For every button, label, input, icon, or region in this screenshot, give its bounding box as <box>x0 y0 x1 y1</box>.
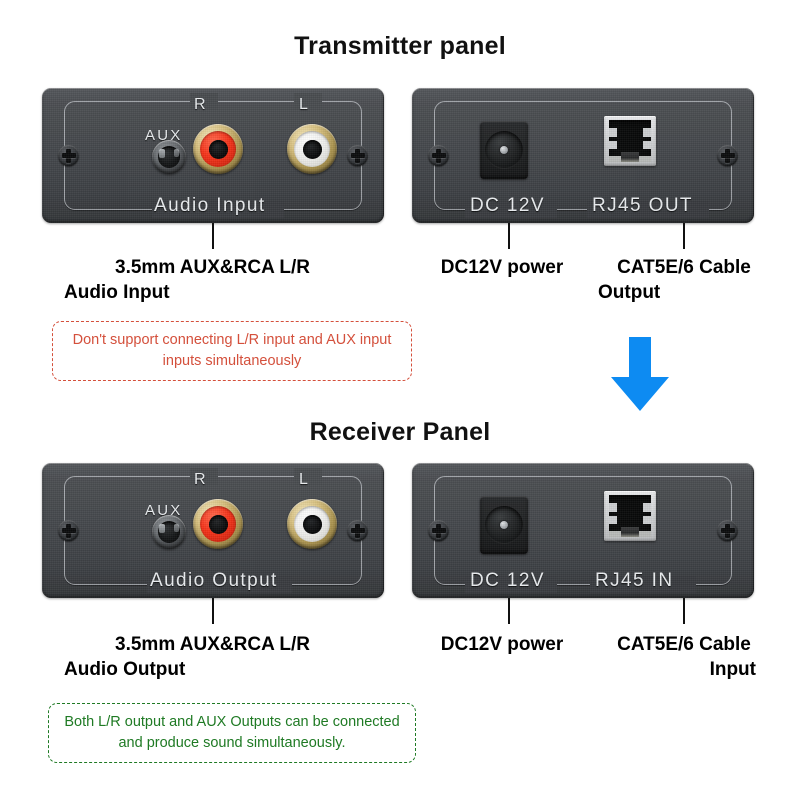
rx-rca-right-hole <box>208 514 228 534</box>
rx-audio-screw-right <box>347 520 368 541</box>
rx-label-l: L <box>299 471 311 488</box>
rx-rj45-shoulder-right <box>643 503 651 512</box>
tx-rca-right-hole <box>208 139 228 159</box>
rx-rj45-port[interactable] <box>604 491 656 541</box>
tx-power-leader-line <box>508 223 510 249</box>
rx-audio-caption: 3.5mm AUX&RCA L/R Audio Output <box>60 632 365 682</box>
transmitter-power-panel: DC 12V RJ45 OUT <box>412 88 754 223</box>
rx-rca-right-red[interactable] <box>193 499 243 549</box>
tx-label-audio-input: Audio Input <box>154 195 266 216</box>
tx-cable-caption-line2: Output <box>598 282 661 304</box>
tx-label-rj45-out: RJ45 OUT <box>592 195 693 216</box>
rx-label-dc12v: DC 12V <box>470 570 545 591</box>
rx-aux-jack[interactable] <box>152 515 186 549</box>
rx-aux-jack-highlight-2 <box>174 524 179 532</box>
rx-cable-caption-line2: Input <box>709 659 756 681</box>
tx-rj45-shoulder-left-2 <box>609 141 617 149</box>
rx-power-engrave-outline <box>434 476 732 585</box>
rx-power-screw-right <box>717 520 738 541</box>
tx-rj45-shoulder-left <box>609 128 617 137</box>
tx-rj45-shoulder-right-2 <box>643 141 651 149</box>
receiver-section-title: Receiver Panel <box>309 418 491 446</box>
tx-power-engrave-outline <box>434 101 732 210</box>
rx-power-leader-line <box>508 598 510 624</box>
rx-label-rj45-in: RJ45 IN <box>595 570 674 591</box>
tx-power-caption: DC12V power <box>440 257 564 278</box>
transmitter-audio-panel: R L AUX Audio Input <box>42 88 384 223</box>
rx-label-audio-output: Audio Output <box>150 570 278 591</box>
rx-rca-left-hole <box>302 514 322 534</box>
transmitter-section-title: Transmitter panel <box>294 32 506 60</box>
tx-cable-leader-line <box>683 223 685 249</box>
rx-power-screw-left <box>428 520 449 541</box>
rx-dc-jack[interactable] <box>480 496 528 554</box>
tx-rj45-port[interactable] <box>604 116 656 166</box>
rx-rca-left-white[interactable] <box>287 499 337 549</box>
rx-rj45-shoulder-left-2 <box>609 516 617 524</box>
tx-audio-screw-right <box>347 145 368 166</box>
rx-label-r: R <box>194 471 208 488</box>
tx-label-aux: AUX <box>145 127 183 144</box>
rx-audio-screw-left <box>58 520 79 541</box>
rx-cable-caption-line1: CAT5E/6 Cable <box>617 634 751 655</box>
tx-aux-jack-highlight <box>159 149 165 158</box>
tx-power-screw-left <box>428 145 449 166</box>
tx-audio-caption-line2: Audio Input <box>64 282 170 304</box>
tx-audio-caption-line1: 3.5mm AUX&RCA L/R <box>115 257 310 278</box>
receiver-info-note: Both L/R output and AUX Outputs can be c… <box>48 703 416 763</box>
rx-rj45-shoulder-left <box>609 503 617 512</box>
rx-rj45-shoulder-right-2 <box>643 516 651 524</box>
receiver-power-panel: DC 12V RJ45 IN <box>412 463 754 598</box>
tx-rca-right-red[interactable] <box>193 124 243 174</box>
tx-audio-leader-line <box>212 223 214 249</box>
tx-aux-jack-highlight-2 <box>174 149 179 157</box>
rx-aux-jack-highlight <box>159 524 165 533</box>
tx-dc-jack[interactable] <box>480 121 528 179</box>
rx-cable-caption: CAT5E/6 Cable Input <box>594 632 774 682</box>
rx-audio-caption-line2: Audio Output <box>64 659 186 681</box>
tx-audio-screw-left <box>58 145 79 166</box>
tx-rca-left-hole <box>302 139 322 159</box>
tx-audio-caption: 3.5mm AUX&RCA L/R Audio Input <box>60 255 365 305</box>
tx-rj45-notch <box>621 152 639 162</box>
tx-rj45-shoulder-right <box>643 128 651 137</box>
tx-aux-jack[interactable] <box>152 140 186 174</box>
tx-dc-jack-pin <box>500 146 508 154</box>
rx-dc-jack-pin <box>500 521 508 529</box>
tx-cable-caption: CAT5E/6 Cable Output <box>594 255 774 305</box>
rx-rj45-notch <box>621 527 639 537</box>
tx-rca-left-white[interactable] <box>287 124 337 174</box>
rx-audio-leader-line <box>212 598 214 624</box>
tx-cable-caption-line1: CAT5E/6 Cable <box>617 257 751 278</box>
tx-label-l: L <box>299 96 311 113</box>
rx-power-caption: DC12V power <box>440 634 564 655</box>
rx-label-aux: AUX <box>145 502 183 519</box>
transmitter-warning-note: Don't support connecting L/R input and A… <box>52 321 412 381</box>
down-arrow-icon <box>609 337 671 413</box>
tx-power-screw-right <box>717 145 738 166</box>
receiver-audio-panel: R L AUX Audio Output <box>42 463 384 598</box>
tx-label-dc12v: DC 12V <box>470 195 545 216</box>
rx-audio-caption-line1: 3.5mm AUX&RCA L/R <box>115 634 310 655</box>
rx-cable-leader-line <box>683 598 685 624</box>
tx-label-r: R <box>194 96 208 113</box>
